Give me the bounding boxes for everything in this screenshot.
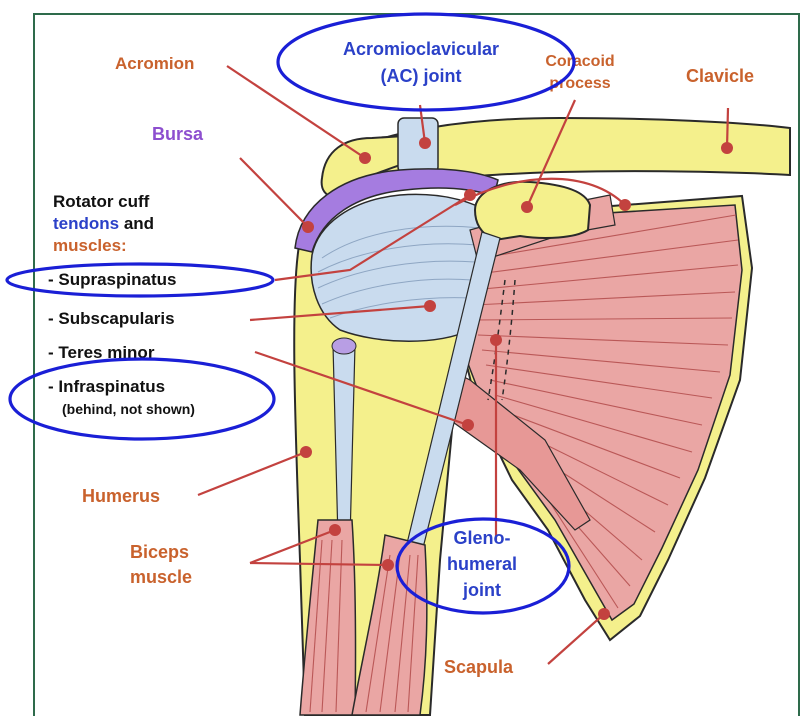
muscles-label: muscles: bbox=[53, 236, 127, 255]
scapula-dot bbox=[598, 608, 610, 620]
scapula-leader bbox=[548, 614, 604, 664]
clavicle-label: Clavicle bbox=[686, 66, 754, 86]
acromion-leader bbox=[227, 66, 365, 158]
glenohumeral-dot bbox=[490, 334, 502, 346]
anatomy-illustration bbox=[294, 118, 790, 715]
bursa-label: Bursa bbox=[152, 124, 204, 144]
coracoid-process-bone bbox=[475, 182, 590, 240]
subscapularis-dot bbox=[424, 300, 436, 312]
scapula-label: Scapula bbox=[444, 657, 514, 677]
coracoid-dot bbox=[521, 201, 533, 213]
clavicle-dot bbox=[721, 142, 733, 154]
ac-joint-dot bbox=[419, 137, 431, 149]
biceps-label-line2: muscle bbox=[130, 567, 192, 587]
supraspinatus-label: - Supraspinatus bbox=[48, 270, 176, 289]
and-word: and bbox=[119, 214, 154, 233]
glenohumeral-label-line1: Gleno- bbox=[454, 528, 511, 548]
supraspinatus-muscle-dot bbox=[619, 199, 631, 211]
coracoid-label-line1: Coracoid bbox=[545, 53, 614, 70]
acromion-label: Acromion bbox=[115, 54, 194, 73]
rotator-cuff-label-line2: tendons and bbox=[53, 214, 154, 233]
infraspinatus-highlight-circle bbox=[10, 359, 274, 439]
tendons-word: tendons bbox=[53, 214, 119, 233]
glenohumeral-label-line3: joint bbox=[462, 580, 501, 600]
biceps-dot-left bbox=[329, 524, 341, 536]
bursa-dot bbox=[302, 221, 314, 233]
acromion-dot bbox=[359, 152, 371, 164]
rotator-cuff-label-line1: Rotator cuff bbox=[53, 192, 150, 211]
ac-joint-label-line2: (AC) joint bbox=[381, 66, 462, 86]
biceps-tendon-cap bbox=[332, 338, 356, 354]
humerus-label: Humerus bbox=[82, 486, 160, 506]
bursa-leader bbox=[240, 158, 308, 227]
infraspinatus-note: (behind, not shown) bbox=[62, 401, 195, 417]
biceps-dot-right bbox=[382, 559, 394, 571]
ac-joint-highlight-circle bbox=[278, 14, 574, 110]
humerus-leader bbox=[198, 452, 306, 495]
biceps-label-line1: Biceps bbox=[130, 542, 189, 562]
subscapularis-label: - Subscapularis bbox=[48, 309, 175, 328]
infraspinatus-label: - Infraspinatus bbox=[48, 377, 165, 396]
glenohumeral-label-line2: humeral bbox=[447, 554, 517, 574]
clavicle-leader bbox=[727, 108, 728, 148]
ac-joint-label-line1: Acromioclavicular bbox=[343, 39, 499, 59]
teres-minor-dot bbox=[462, 419, 474, 431]
humerus-dot bbox=[300, 446, 312, 458]
ac-joint-capsule bbox=[398, 118, 438, 173]
